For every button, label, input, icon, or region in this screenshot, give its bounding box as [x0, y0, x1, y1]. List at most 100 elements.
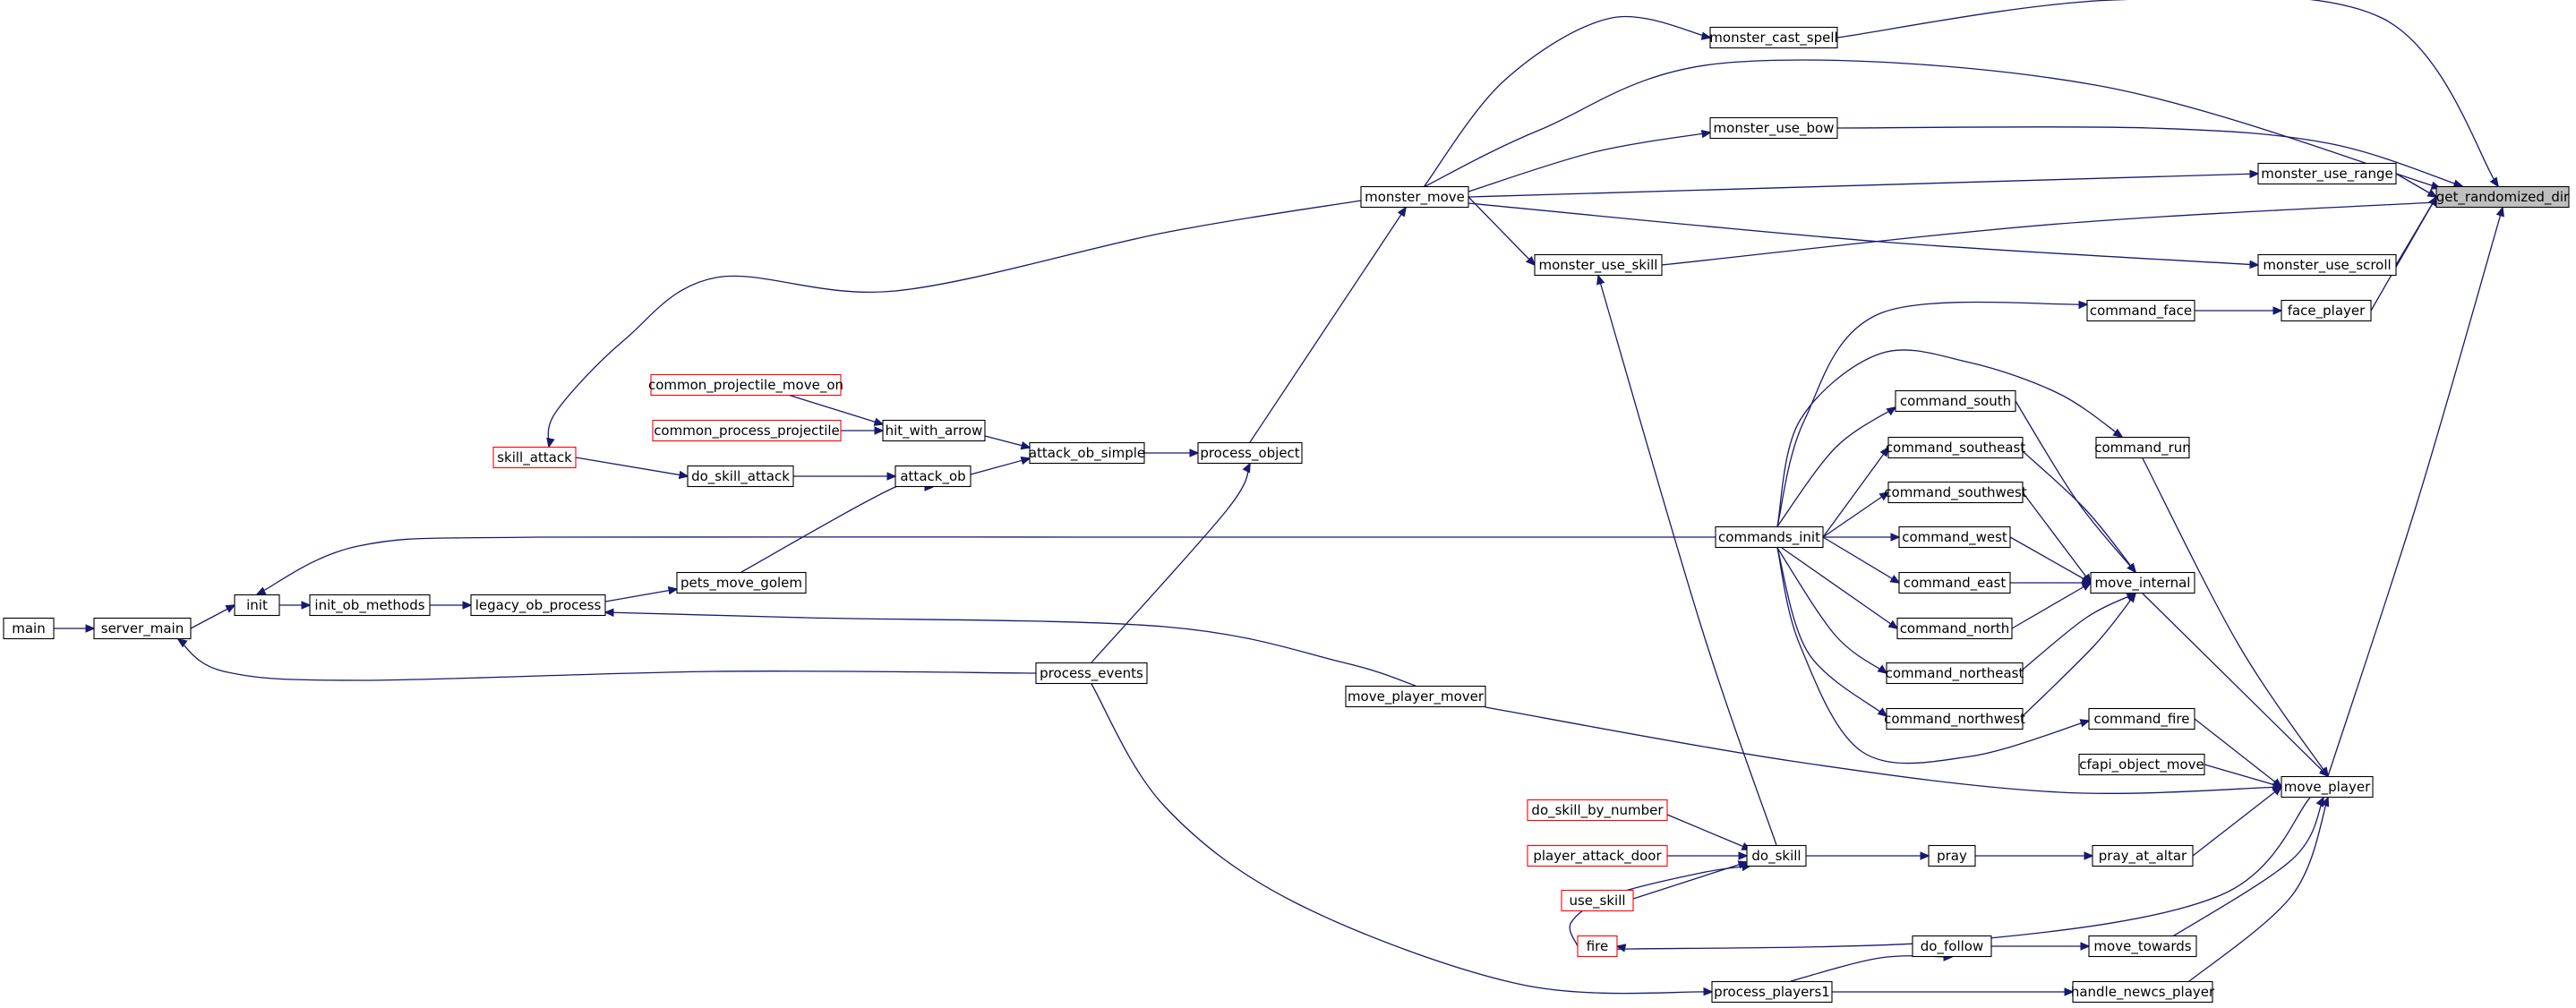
node-command_run[interactable]: command_run [2094, 436, 2191, 459]
node-attack_ob_simple[interactable]: attack_ob_simple [1029, 441, 1145, 465]
node-handle_newcs_player[interactable]: handle_newcs_player [2071, 980, 2215, 1004]
node-pray_at_altar[interactable]: pray_at_altar [2092, 844, 2194, 867]
node-main[interactable]: main [3, 617, 55, 640]
node-box [2088, 707, 2195, 730]
node-label: attack_ob_simple [1029, 445, 1145, 462]
node-label: legacy_ob_process [475, 597, 602, 614]
node-do_skill[interactable]: do_skill [1746, 844, 1807, 867]
node-common_projectile_move_on[interactable]: common_projectile_move_on [648, 373, 843, 397]
node-face_player[interactable]: face_player [2281, 299, 2372, 322]
edge-pets_move_golem-to-attack_ob [740, 480, 933, 573]
node-pray[interactable]: pray [1928, 844, 1976, 867]
edge-legacy_ob_process-to-pets_move_golem [604, 589, 677, 602]
node-box [882, 419, 986, 442]
edge-commands_init-to-command_east [1822, 536, 1899, 583]
node-command_face[interactable]: command_face [2086, 299, 2195, 322]
node-command_northwest[interactable]: command_northwest [1884, 707, 2025, 730]
node-common_process_projectile[interactable]: common_process_projectile [652, 419, 842, 442]
edge-commands_init-to-command_north [1781, 547, 1897, 628]
node-label: handle_newcs_player [2071, 984, 2215, 1001]
node-move_player[interactable]: move_player [2281, 775, 2374, 799]
node-box [2088, 935, 2197, 958]
edge-commands_init-to-command_northeast [1776, 547, 1887, 673]
edge-handle_newcs_player-to-move_player [2184, 798, 2328, 986]
node-box [470, 594, 606, 617]
edge-monster_cast_spell-to-get_randomized_dir [1836, 0, 2498, 186]
node-monster_use_scroll[interactable]: monster_use_scroll [2257, 253, 2397, 277]
node-box [1345, 685, 1486, 708]
node-monster_use_range[interactable]: monster_use_range [2257, 162, 2397, 185]
node-process_object[interactable]: process_object [1197, 441, 1303, 465]
node-label: command_south [1900, 393, 2011, 410]
edge-monster_move-to-monster_use_bow [1468, 132, 1710, 192]
edge-command_run-to-move_player [2142, 457, 2328, 776]
edge-commands_init-to-command_face [1776, 302, 2087, 527]
node-command_west[interactable]: command_west [1898, 525, 2011, 549]
edge-monster_move-to-monster_use_skill [1468, 196, 1535, 265]
node-command_north[interactable]: command_north [1896, 617, 2013, 640]
node-box [1912, 935, 1992, 958]
node-hit_with_arrow[interactable]: hit_with_arrow [882, 419, 986, 442]
node-label: common_process_projectile [654, 423, 840, 440]
node-commands_init[interactable]: commands_init [1715, 525, 1824, 549]
node-do_follow[interactable]: do_follow [1912, 935, 1992, 958]
node-label: command_east [1904, 575, 2007, 592]
node-box [1896, 617, 2013, 640]
node-legacy_ob_process[interactable]: legacy_ob_process [470, 594, 606, 617]
node-get_randomized_dir[interactable]: get_randomized_dir [2435, 185, 2570, 209]
edge-commands_init-to-command_run [1776, 349, 2122, 527]
node-command_east[interactable]: command_east [1898, 571, 2011, 594]
node-monster_use_bow[interactable]: monster_use_bow [1709, 116, 1838, 140]
edge-commands_init-to-command_south [1776, 407, 1896, 527]
node-monster_use_skill[interactable]: monster_use_skill [1534, 253, 1663, 277]
node-player_attack_door[interactable]: player_attack_door [1527, 844, 1668, 867]
node-move_internal[interactable]: move_internal [2090, 571, 2195, 594]
node-command_southwest[interactable]: command_southwest [1884, 481, 2027, 504]
edge-monster_move-to-get_randomized_dir [1423, 59, 2440, 188]
node-box [234, 594, 280, 617]
node-skill_attack[interactable]: skill_attack [492, 446, 577, 469]
node-use_skill[interactable]: use_skill [1561, 889, 1634, 912]
node-init[interactable]: init [234, 594, 280, 617]
node-command_fire[interactable]: command_fire [2088, 707, 2195, 730]
node-move_towards[interactable]: move_towards [2088, 935, 2197, 958]
node-box [2086, 299, 2195, 322]
node-command_northeast[interactable]: command_northeast [1886, 662, 2024, 685]
node-pets_move_golem[interactable]: pets_move_golem [676, 571, 807, 594]
node-do_skill_attack[interactable]: do_skill_attack [687, 465, 794, 488]
node-fire[interactable]: fire [1577, 935, 1618, 958]
node-do_skill_by_number[interactable]: do_skill_by_number [1527, 799, 1668, 822]
edge-commands_init-to-init [257, 535, 1716, 594]
node-box [1360, 185, 1469, 209]
node-box [1887, 436, 2024, 459]
node-box [1711, 980, 1833, 1004]
node-label: fire [1587, 938, 1609, 954]
node-cfapi_object_move[interactable]: cfapi_object_move [2078, 753, 2205, 776]
node-label: get_randomized_dir [2436, 189, 2570, 206]
node-box [1715, 525, 1824, 549]
edge-command_north-to-move_internal [2011, 583, 2091, 629]
edge-cfapi_object_move-to-move_player [2204, 764, 2281, 787]
node-process_players1[interactable]: process_players1 [1711, 980, 1833, 1004]
node-box [2092, 844, 2194, 867]
node-box [1527, 844, 1668, 867]
node-attack_ob[interactable]: attack_ob [894, 465, 971, 488]
node-command_south[interactable]: command_south [1895, 389, 2016, 413]
node-server_main[interactable]: server_main [93, 617, 192, 640]
node-init_ob_methods[interactable]: init_ob_methods [309, 594, 431, 617]
node-command_southeast[interactable]: command_southeast [1886, 436, 2025, 459]
node-monster_cast_spell[interactable]: monster_cast_spell [1709, 26, 1838, 49]
node-monster_move[interactable]: monster_move [1360, 185, 1469, 209]
node-process_events[interactable]: process_events [1035, 662, 1148, 685]
node-move_player_mover[interactable]: move_player_mover [1345, 685, 1486, 708]
edge-command_northwest-to-move_internal [2022, 594, 2135, 717]
node-box [1886, 662, 2024, 685]
node-label: common_projectile_move_on [648, 377, 843, 394]
node-label: process_players1 [1714, 984, 1830, 1001]
node-box [687, 465, 794, 488]
edge-monster_use_skill-to-get_randomized_dir [1661, 201, 2453, 266]
node-box [1577, 935, 1618, 958]
edge-command_west-to-move_internal [2009, 536, 2091, 583]
node-box [1886, 707, 2024, 730]
